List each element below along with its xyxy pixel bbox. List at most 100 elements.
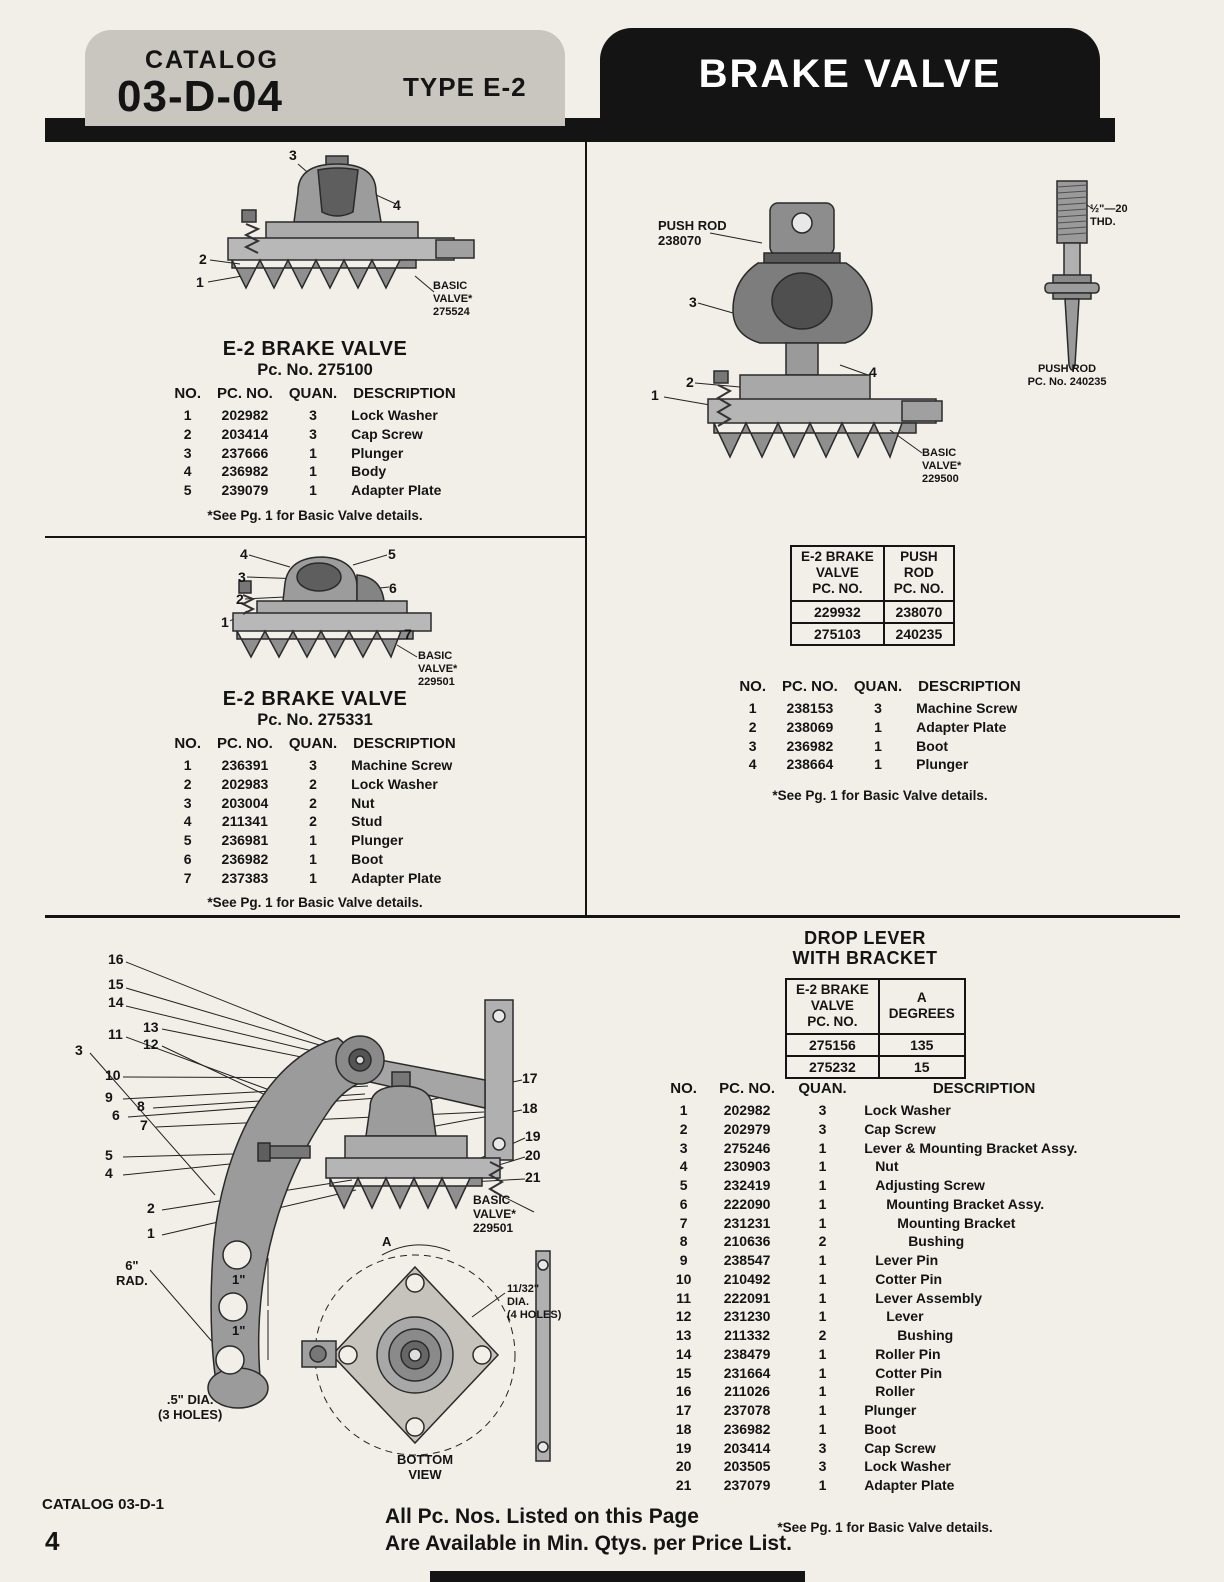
col-valve-pcno: E-2 BRAKE VALVE PC. NO. — [790, 545, 885, 602]
basic-valve-label-229500: BASIC VALVE* 229500 — [922, 447, 962, 485]
callout-1: 1 — [651, 387, 659, 403]
title-tab: BRAKE VALVE — [600, 28, 1100, 142]
push-rod-xref-table: E-2 BRAKE VALVE PC. NO. PUSH ROD PC. NO.… — [790, 545, 956, 646]
callout-7: 7 — [404, 626, 412, 642]
col-pcno: PC. NO. — [781, 678, 838, 695]
inch-dimension-bottom: 1" — [232, 1323, 246, 1338]
callout-1: 1 — [147, 1225, 155, 1241]
catalog-reference: CATALOG 03-D-1 — [42, 1496, 164, 1513]
callout-2: 2 — [236, 591, 244, 607]
basic-valve-label-275524: BASIC VALVE* 275524 — [433, 280, 473, 318]
col-valve-pcno: E-2 BRAKE VALVE PC. NO. — [785, 978, 880, 1035]
bottom-view-caption: BOTTOM VIEW — [396, 1452, 454, 1483]
callout-10: 10 — [105, 1067, 121, 1083]
callout-6: 6 — [389, 580, 397, 596]
section-subtitle-275100: Pc. No. 275100 — [257, 361, 373, 379]
section-divider-full — [45, 915, 1180, 918]
section-title-275331: E-2 BRAKE VALVE — [222, 688, 408, 710]
callout-15: 15 — [108, 976, 124, 992]
callout-19: 19 — [525, 1128, 541, 1144]
col-a-degrees: A DEGREES — [877, 978, 966, 1035]
angle-a-label: A — [382, 1234, 392, 1249]
footer-note-line1: All Pc. Nos. Listed on this Page — [385, 1505, 699, 1528]
drop-lever-title-2: WITH BRACKET — [792, 948, 938, 968]
section-subtitle-275331: Pc. No. 275331 — [257, 711, 373, 729]
inch-dimension-top: 1" — [232, 1272, 246, 1287]
footnote-275331: *See Pg. 1 for Basic Valve details. — [207, 895, 423, 910]
thread-label: ½"—20 THD. — [1090, 203, 1128, 228]
footnote-droplever: *See Pg. 1 for Basic Valve details. — [777, 1520, 993, 1535]
col-quan: QUAN. — [288, 735, 338, 752]
page-title: BRAKE VALVE — [698, 52, 1002, 96]
col-quan: QUAN. — [853, 678, 903, 695]
callout-2: 2 — [686, 374, 694, 390]
footnote-275100: *See Pg. 1 for Basic Valve details. — [207, 508, 423, 523]
table-header-row: NO. PC. NO. QUAN. DESCRIPTION — [166, 735, 463, 756]
callout-11: 11 — [108, 1026, 123, 1042]
col-pushrod-pcno: PUSH ROD PC. NO. — [882, 545, 956, 602]
callout-14: 14 — [108, 994, 124, 1010]
col-no: NO. — [174, 385, 201, 402]
section-divider-left — [45, 536, 585, 538]
valve-275331-diagram — [229, 554, 432, 659]
catalog-label: CATALOG — [145, 46, 279, 74]
callout-21: 21 — [525, 1169, 541, 1185]
callout-12: 12 — [143, 1036, 159, 1052]
callout-9: 9 — [105, 1089, 113, 1105]
col-quan: QUAN. — [798, 1080, 847, 1097]
callout-5: 5 — [388, 546, 396, 562]
callout-8: 8 — [137, 1098, 145, 1114]
footer-note-line2: Are Available in Min. Qtys. per Price Li… — [385, 1532, 792, 1555]
degrees-table: E-2 BRAKE VALVE PC. NO. A DEGREES 275156… — [785, 978, 966, 1079]
callout-7: 7 — [140, 1117, 148, 1133]
col-no: NO. — [739, 678, 766, 695]
col-pcno: PC. NO. — [216, 385, 273, 402]
catalog-number: 03-D-04 — [117, 72, 283, 121]
deg-table-wrap: E-2 BRAKE VALVE PC. NO. A DEGREES 275156… — [785, 978, 966, 1079]
section-title-275100: E-2 BRAKE VALVE — [222, 338, 408, 360]
bottom-view-diagram — [301, 1244, 551, 1462]
callout-16: 16 — [108, 951, 124, 967]
callout-2: 2 — [199, 251, 207, 267]
drop-lever-diagram — [89, 961, 535, 1409]
basic-valve-label-229501: BASIC VALVE* 229501 — [418, 650, 458, 688]
catalog-tab: CATALOG 03-D-04 TYPE E-2 — [85, 30, 565, 126]
holes3-dimension-label: .5" DIA. (3 HOLES) — [158, 1392, 223, 1423]
type-label: TYPE E-2 — [403, 72, 527, 102]
table-header-row: E-2 BRAKE VALVE PC. NO. PUSH ROD PC. NO. — [790, 545, 956, 602]
